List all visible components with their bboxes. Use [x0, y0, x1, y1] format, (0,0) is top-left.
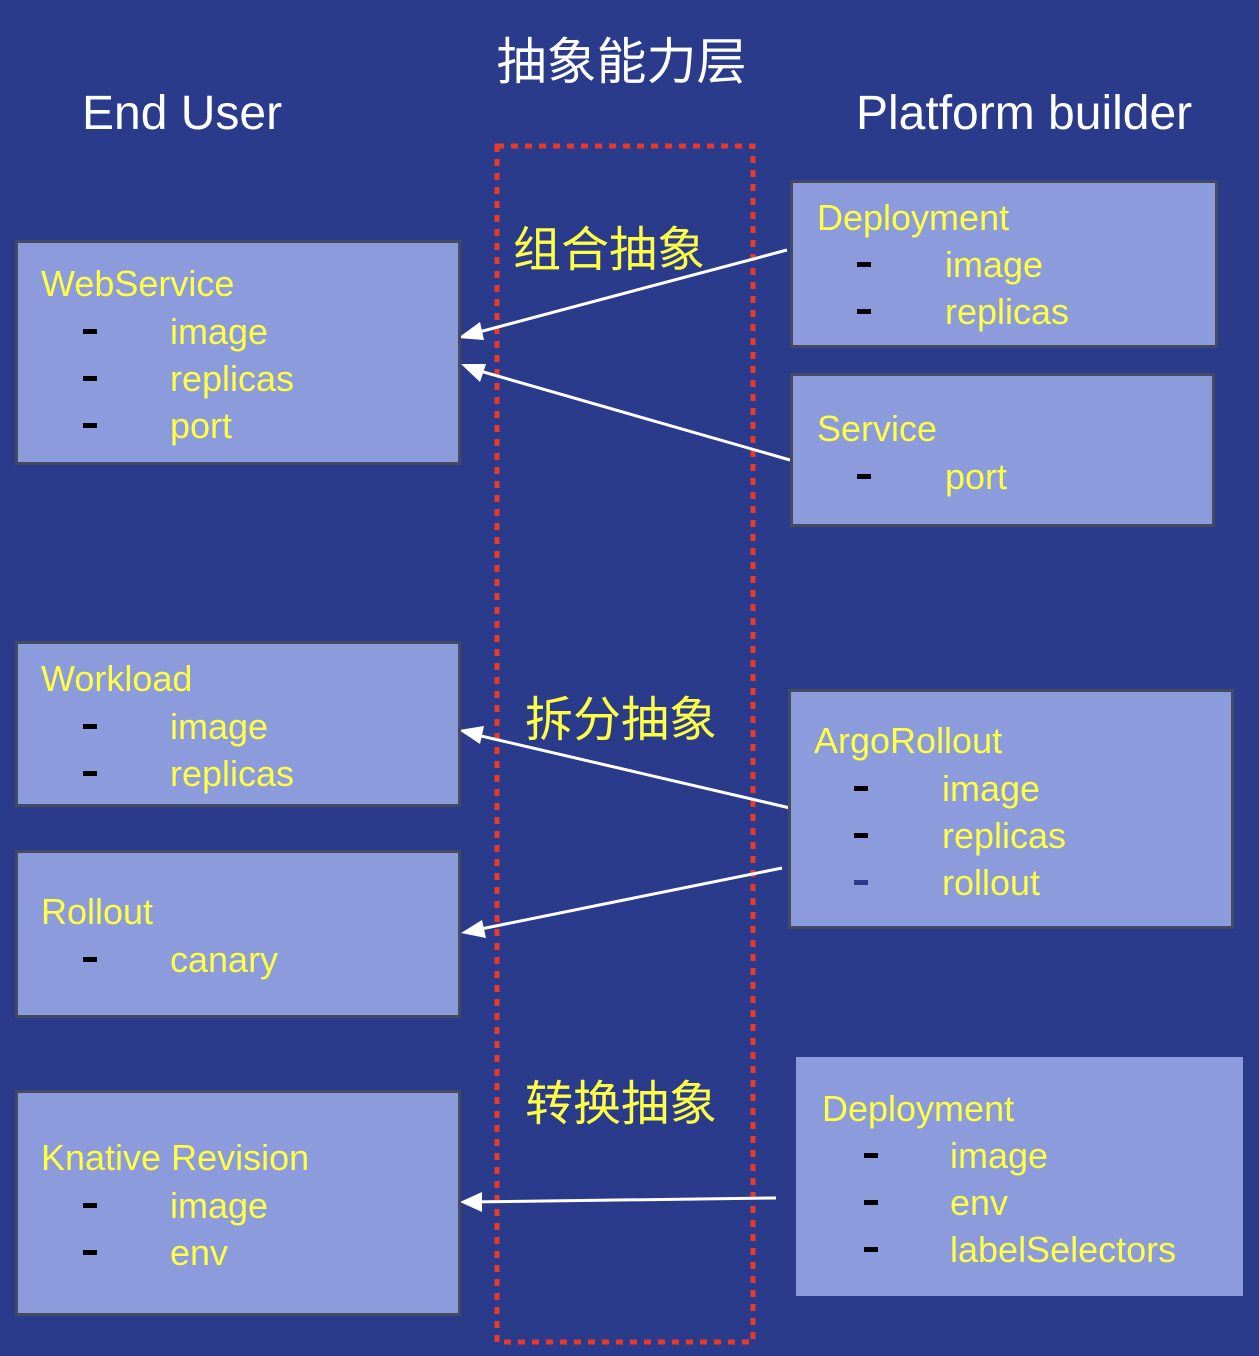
box-knative-revision[interactable]: Knative Revision image env — [15, 1090, 461, 1316]
arrow-deployment-to-webservice — [463, 248, 788, 338]
arrow-argorollout-to-workload — [463, 730, 791, 810]
arrow-argorollout-to-rollout — [465, 866, 783, 934]
box-title: WebService — [41, 263, 235, 304]
diagram-title: 抽象能力层 — [496, 33, 747, 91]
column-header-end-user: End User — [82, 87, 283, 140]
box-title: Workload — [41, 658, 193, 699]
dash-bullet — [83, 1203, 97, 1208]
label-split-abstraction: 拆分抽象 — [525, 692, 718, 748]
dash-bullet — [854, 786, 868, 791]
arrowhead-argorollout-to-workload — [459, 726, 484, 744]
dash-bullet — [857, 262, 871, 267]
arrowhead-deployment-to-knative — [460, 1192, 482, 1212]
dash-bullet — [857, 309, 871, 314]
box-deployment-2[interactable]: Deployment image env labelSelectors — [796, 1057, 1243, 1296]
dash-bullet — [864, 1153, 878, 1158]
box-rollout[interactable]: Rollout canary — [15, 850, 461, 1018]
box-deployment[interactable]: Deployment image replicas — [790, 180, 1218, 348]
arrow-deployment-to-knative — [465, 1196, 777, 1204]
dash-bullet — [864, 1247, 878, 1252]
box-service[interactable]: Service port — [790, 373, 1215, 527]
label-composition-abstraction: 组合抽象 — [513, 222, 706, 278]
column-header-platform-builder: Platform builder — [856, 87, 1193, 140]
box-title: ArgoRollout — [814, 720, 1003, 761]
label-conversion-abstraction: 转换抽象 — [525, 1076, 718, 1132]
dash-bullet — [83, 957, 97, 962]
box-title: Rollout — [41, 891, 154, 932]
dash-bullet — [857, 474, 871, 479]
dash-bullet — [83, 423, 97, 428]
dash-bullet — [854, 833, 868, 838]
dash-bullet — [83, 1250, 97, 1255]
box-title: Deployment — [822, 1088, 1015, 1129]
arrowhead-deployment-to-webservice — [458, 322, 484, 340]
box-argorollout[interactable]: ArgoRollout image replicas rollout — [788, 689, 1234, 929]
arrows — [458, 248, 791, 1212]
box-title: Deployment — [817, 197, 1010, 238]
dash-bullet — [854, 880, 868, 885]
dash-bullet — [83, 376, 97, 381]
arrowhead-argorollout-to-rollout — [461, 920, 486, 938]
box-webservice[interactable]: WebService image replicas port — [15, 240, 461, 465]
box-workload[interactable]: Workload image replicas — [15, 641, 461, 807]
arrowhead-service-to-webservice — [461, 364, 486, 382]
dash-bullet — [83, 771, 97, 776]
dash-bullet — [83, 724, 97, 729]
abstraction-layer-frame — [494, 143, 756, 1345]
dash-bullet — [864, 1200, 878, 1205]
box-title: Service — [817, 408, 938, 449]
box-title: Knative Revision — [41, 1137, 310, 1178]
arrow-service-to-webservice — [465, 365, 791, 462]
dash-bullet — [83, 329, 97, 334]
